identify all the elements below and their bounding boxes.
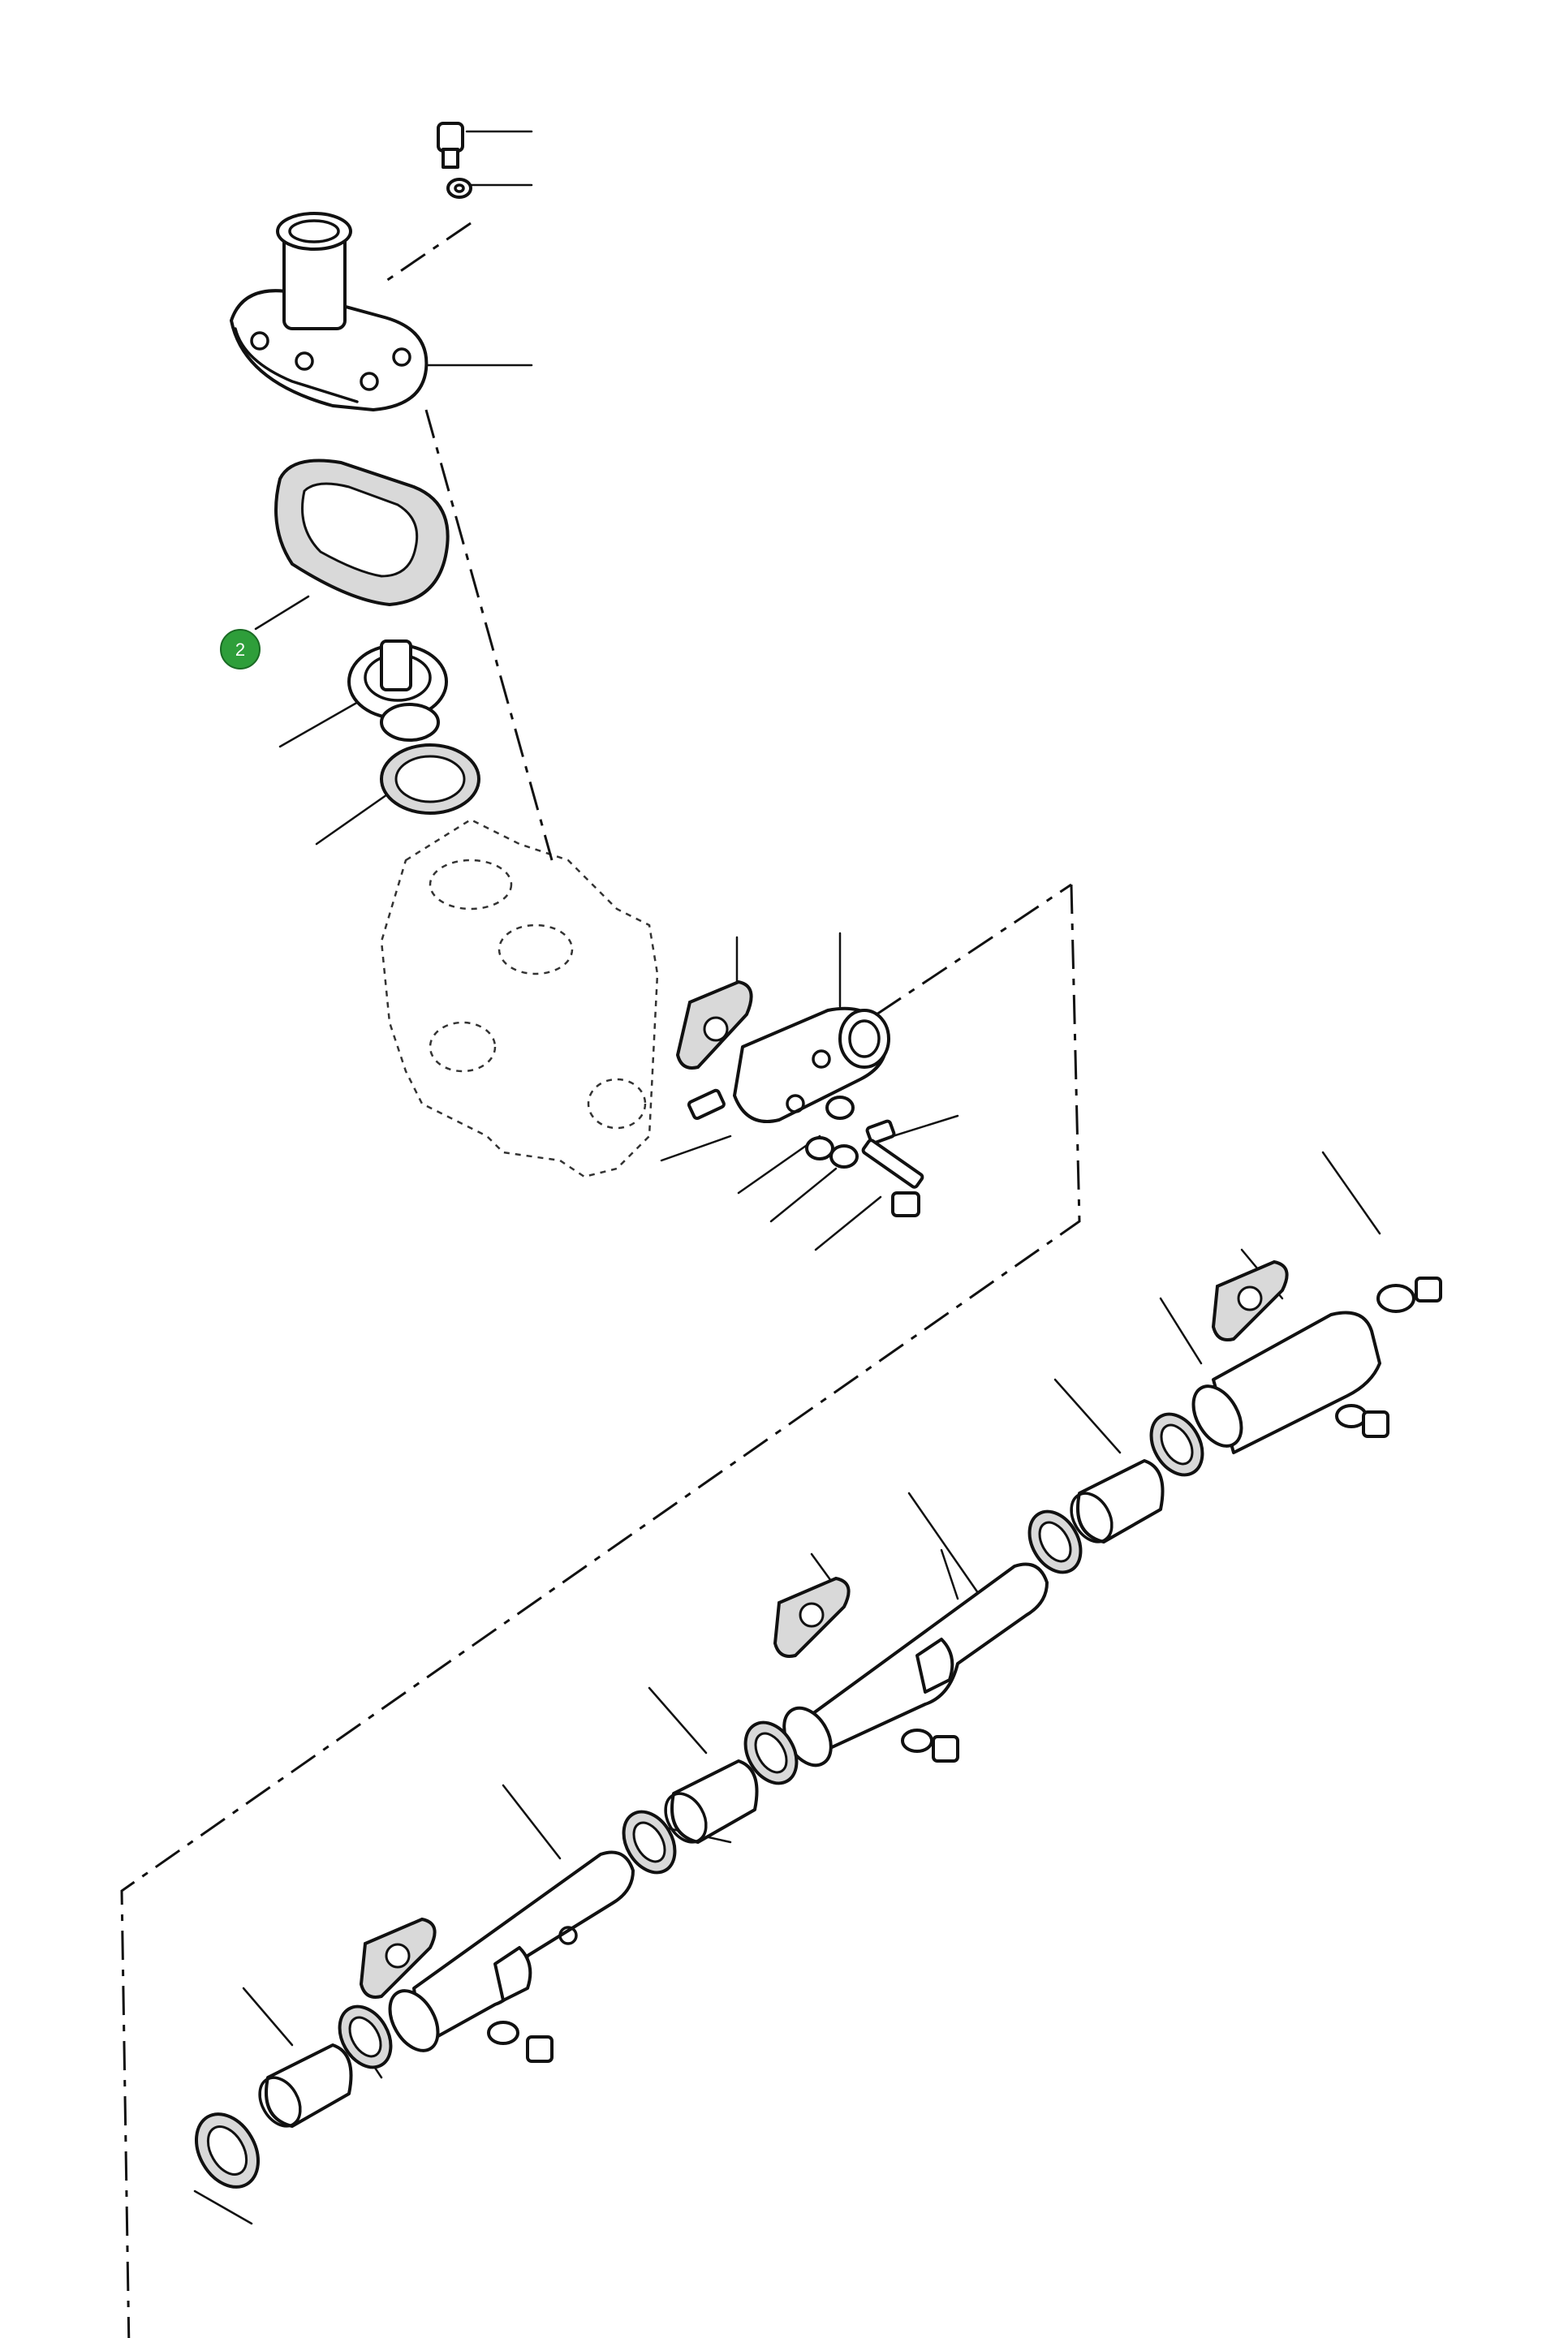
routing-lines: [120, 222, 1081, 2338]
rubber-hose-middle: [664, 1759, 759, 1844]
hose-clamp-mid-front: [622, 1810, 677, 1875]
rubber-hose-rear: [1070, 1459, 1165, 1544]
housing-gasket: [274, 459, 450, 607]
hose-clamp-end: [195, 2112, 260, 2189]
temperature-sensor: [805, 1096, 924, 1217]
hose-clamp-mid-rear: [1027, 1509, 1083, 1574]
thermostat: [347, 639, 448, 742]
hose-clamp-front: [338, 2004, 393, 2069]
top-bolt: [437, 122, 472, 199]
coolant-pipe-middle: [773, 1562, 1049, 1767]
outlet-elbow-housing: [675, 980, 890, 1123]
callout-label: 2: [235, 639, 245, 660]
thermostat-housing-cover: [230, 212, 429, 411]
thermostat-seal-ring: [380, 743, 480, 815]
rubber-hose-front: [258, 2043, 353, 2128]
hose-clamp-middle: [743, 1720, 799, 1785]
engine-block-outline: [380, 818, 659, 1178]
part-callout-marker[interactable]: 2: [220, 629, 261, 670]
hose-clamp-rear: [1149, 1412, 1204, 1477]
coolant-pipe-front: [359, 1850, 635, 2063]
coolant-pipe-rear: [1191, 1259, 1442, 1454]
